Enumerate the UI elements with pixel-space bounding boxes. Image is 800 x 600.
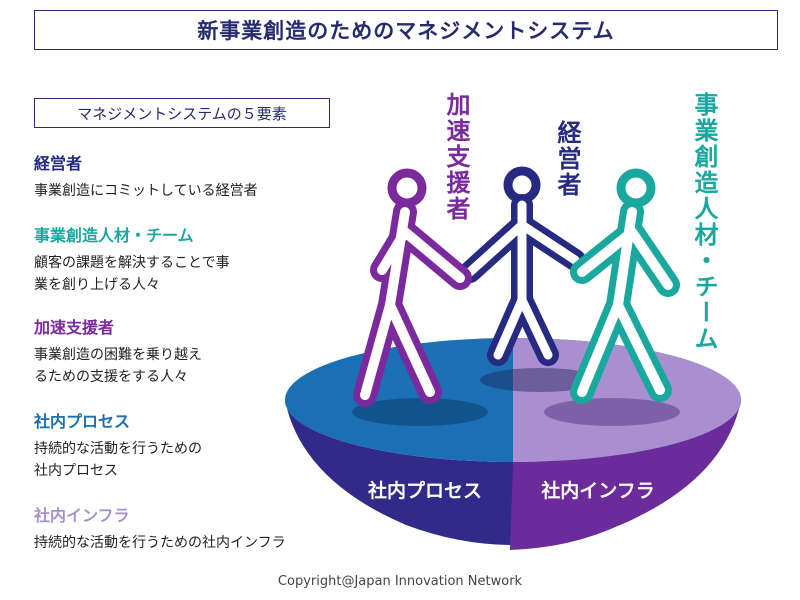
element-heading: 加速支援者: [34, 318, 115, 337]
shadow: [544, 398, 680, 426]
element-desc-line: 事業創造にコミットしている経営者: [34, 183, 258, 199]
element-heading: 社内プロセス: [34, 412, 131, 431]
element-desc-line: 社内プロセス: [34, 463, 118, 479]
element-team: 事業創造人材・チーム 顧客の課題を解決することで事 業を創り上げる人々: [34, 222, 230, 296]
shadow: [352, 398, 488, 426]
element-infra: 社内インフラ 持続的な活動を行うための社内インフラ: [34, 502, 286, 554]
element-manager: 経営者 事業創造にコミットしている経営者: [34, 150, 258, 202]
accelerator-figure: [353, 168, 472, 407]
copyright-footer: Copyright@Japan Innovation Network: [277, 574, 523, 589]
infra-label: 社内インフラ: [540, 479, 654, 502]
shadow: [480, 368, 600, 392]
element-heading: 事業創造人材・チーム: [34, 226, 194, 245]
element-desc-line: 事業創造の困難を乗り越え: [34, 347, 202, 363]
manager-label: 経営者: [553, 120, 581, 198]
accelerator-label: 加速支援者: [442, 92, 470, 222]
element-desc-line: 持続的な活動を行うための社内インフラ: [34, 535, 286, 551]
element-desc-line: 持続的な活動を行うための: [34, 441, 202, 457]
page-title: 新事業創造のためのマネジメントシステム: [34, 10, 778, 50]
element-desc-line: 顧客の課題を解決することで事: [34, 255, 230, 271]
elements-subtitle: マネジメントシステムの５要素: [34, 98, 330, 128]
element-heading: 経営者: [34, 154, 83, 173]
element-desc-line: るための支援をする人々: [34, 369, 188, 385]
element-heading: 社内インフラ: [34, 506, 130, 525]
process-label: 社内プロセス: [367, 479, 482, 502]
manager-figure: [459, 166, 586, 366]
element-accelerator: 加速支援者 事業創造の困難を乗り越え るための支援をする人々: [34, 314, 202, 388]
element-desc-line: 業を創り上げる人々: [34, 277, 160, 293]
element-process: 社内プロセス 持続的な活動を行うための 社内プロセス: [34, 408, 202, 482]
team-label: 事業創造人材・チーム: [690, 92, 718, 352]
team-figure: [570, 168, 680, 404]
